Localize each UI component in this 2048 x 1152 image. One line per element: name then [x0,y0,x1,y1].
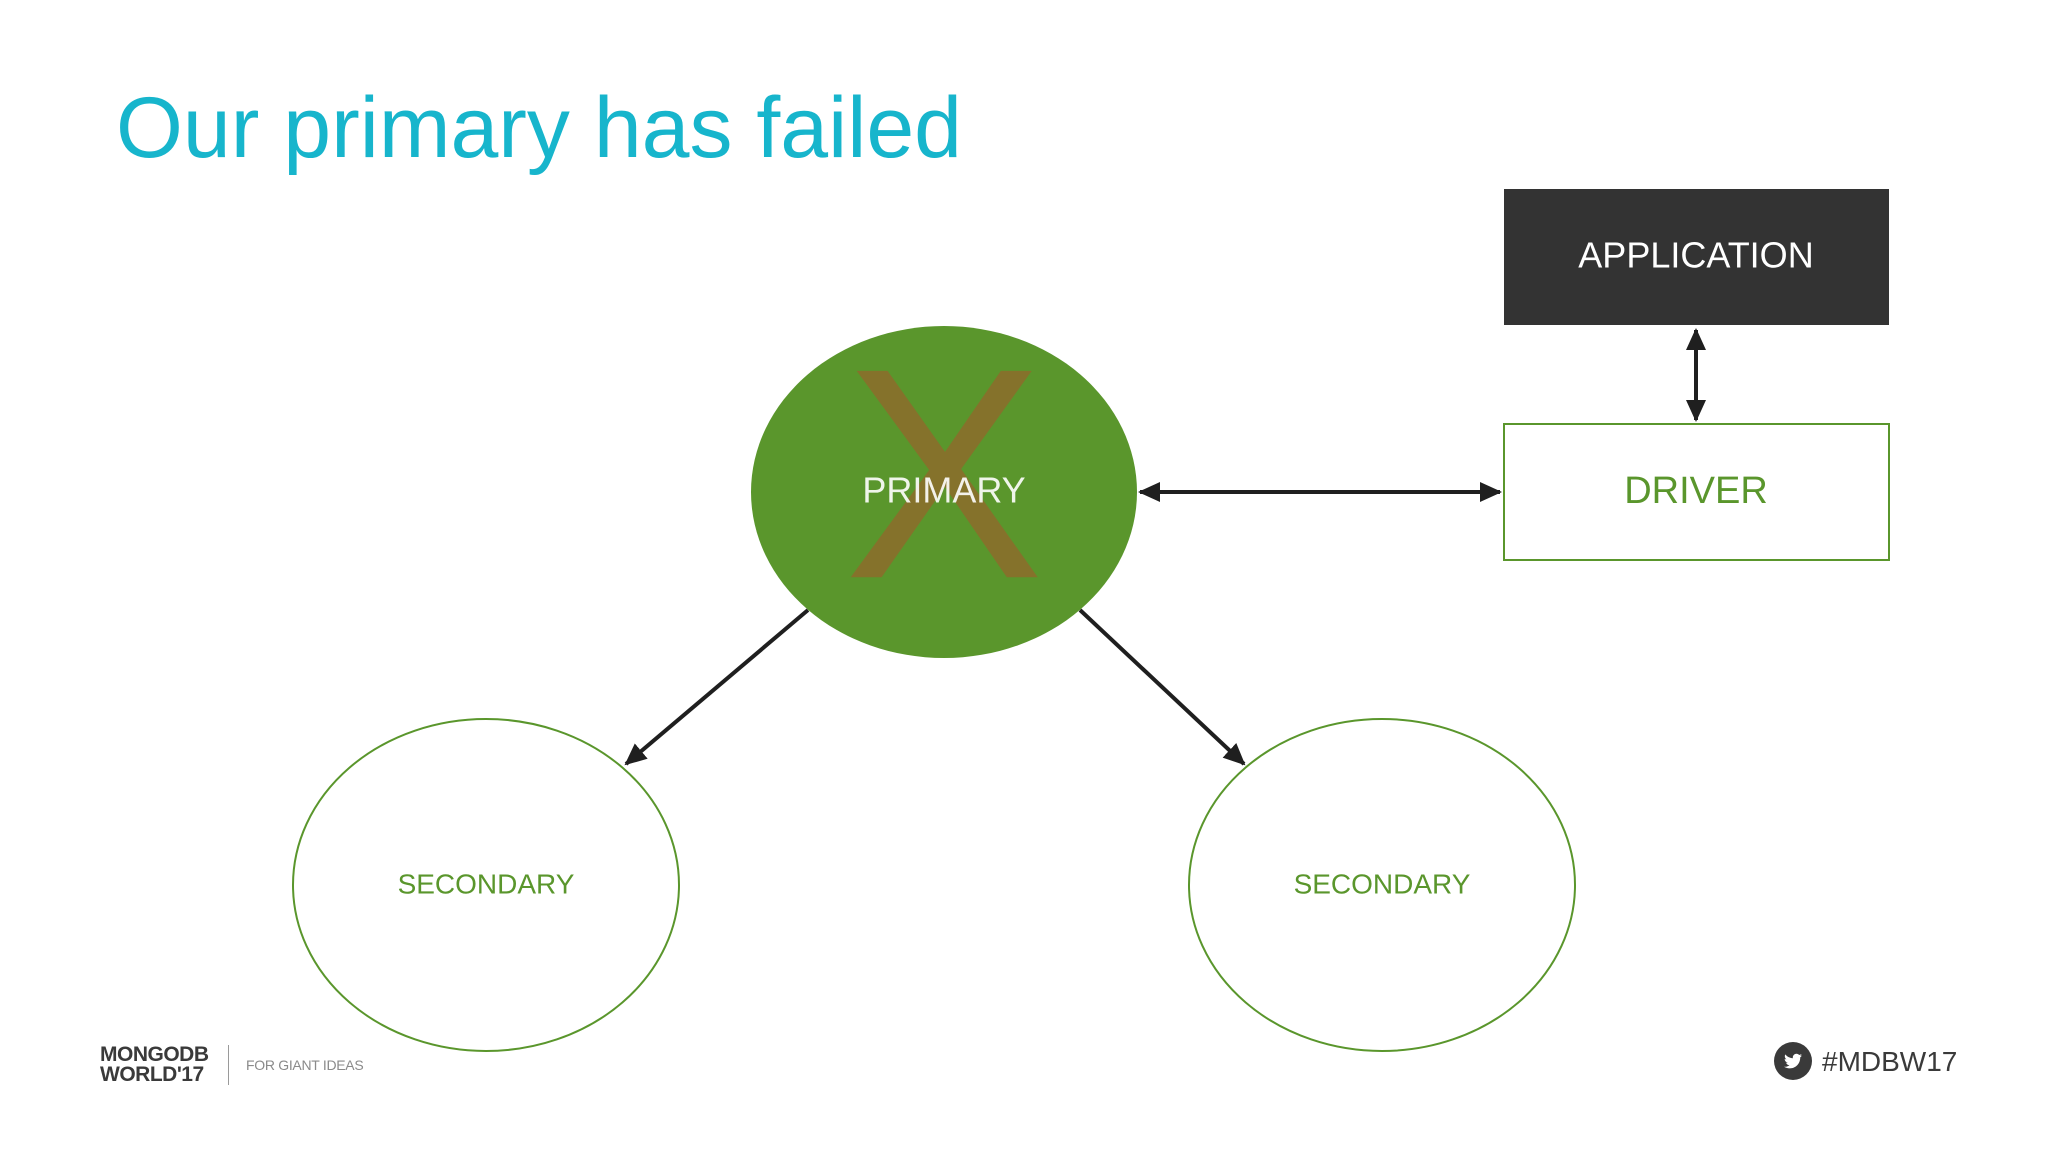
logo-tagline: FOR GIANT IDEAS [246,1057,364,1073]
secondary-left-label: SECONDARY [398,868,575,899]
primary-ellipse [751,326,1137,658]
primary-node: X PRIMARY [751,305,1137,658]
primary-secondary-left-arrow [624,608,810,766]
secondary-right-label: SECONDARY [1294,868,1471,899]
application-box [1504,189,1889,325]
driver-node: DRIVER [1503,423,1890,561]
secondary-left-ellipse [292,718,680,1052]
secondary-right-ellipse [1188,718,1576,1052]
logo-line-2: WORLD'17 [100,1063,204,1086]
primary-label: PRIMARY [862,470,1025,511]
hashtag-text: #MDBW17 [1822,1046,1958,1077]
logo-divider [228,1045,229,1085]
secondary-left-node: SECONDARY [292,718,680,1052]
slide-title: Our primary has failed [116,80,962,176]
failure-x-mark: X [844,305,1044,641]
application-label: APPLICATION [1578,235,1813,276]
driver-box [1503,423,1890,561]
secondary-right-node: SECONDARY [1188,718,1576,1052]
logo-line-1: MONGODB [100,1043,209,1066]
application-node: APPLICATION [1504,189,1889,325]
driver-label: DRIVER [1624,470,1768,512]
twitter-icon [1774,1042,1812,1080]
primary-secondary-right-arrow [1078,608,1246,766]
